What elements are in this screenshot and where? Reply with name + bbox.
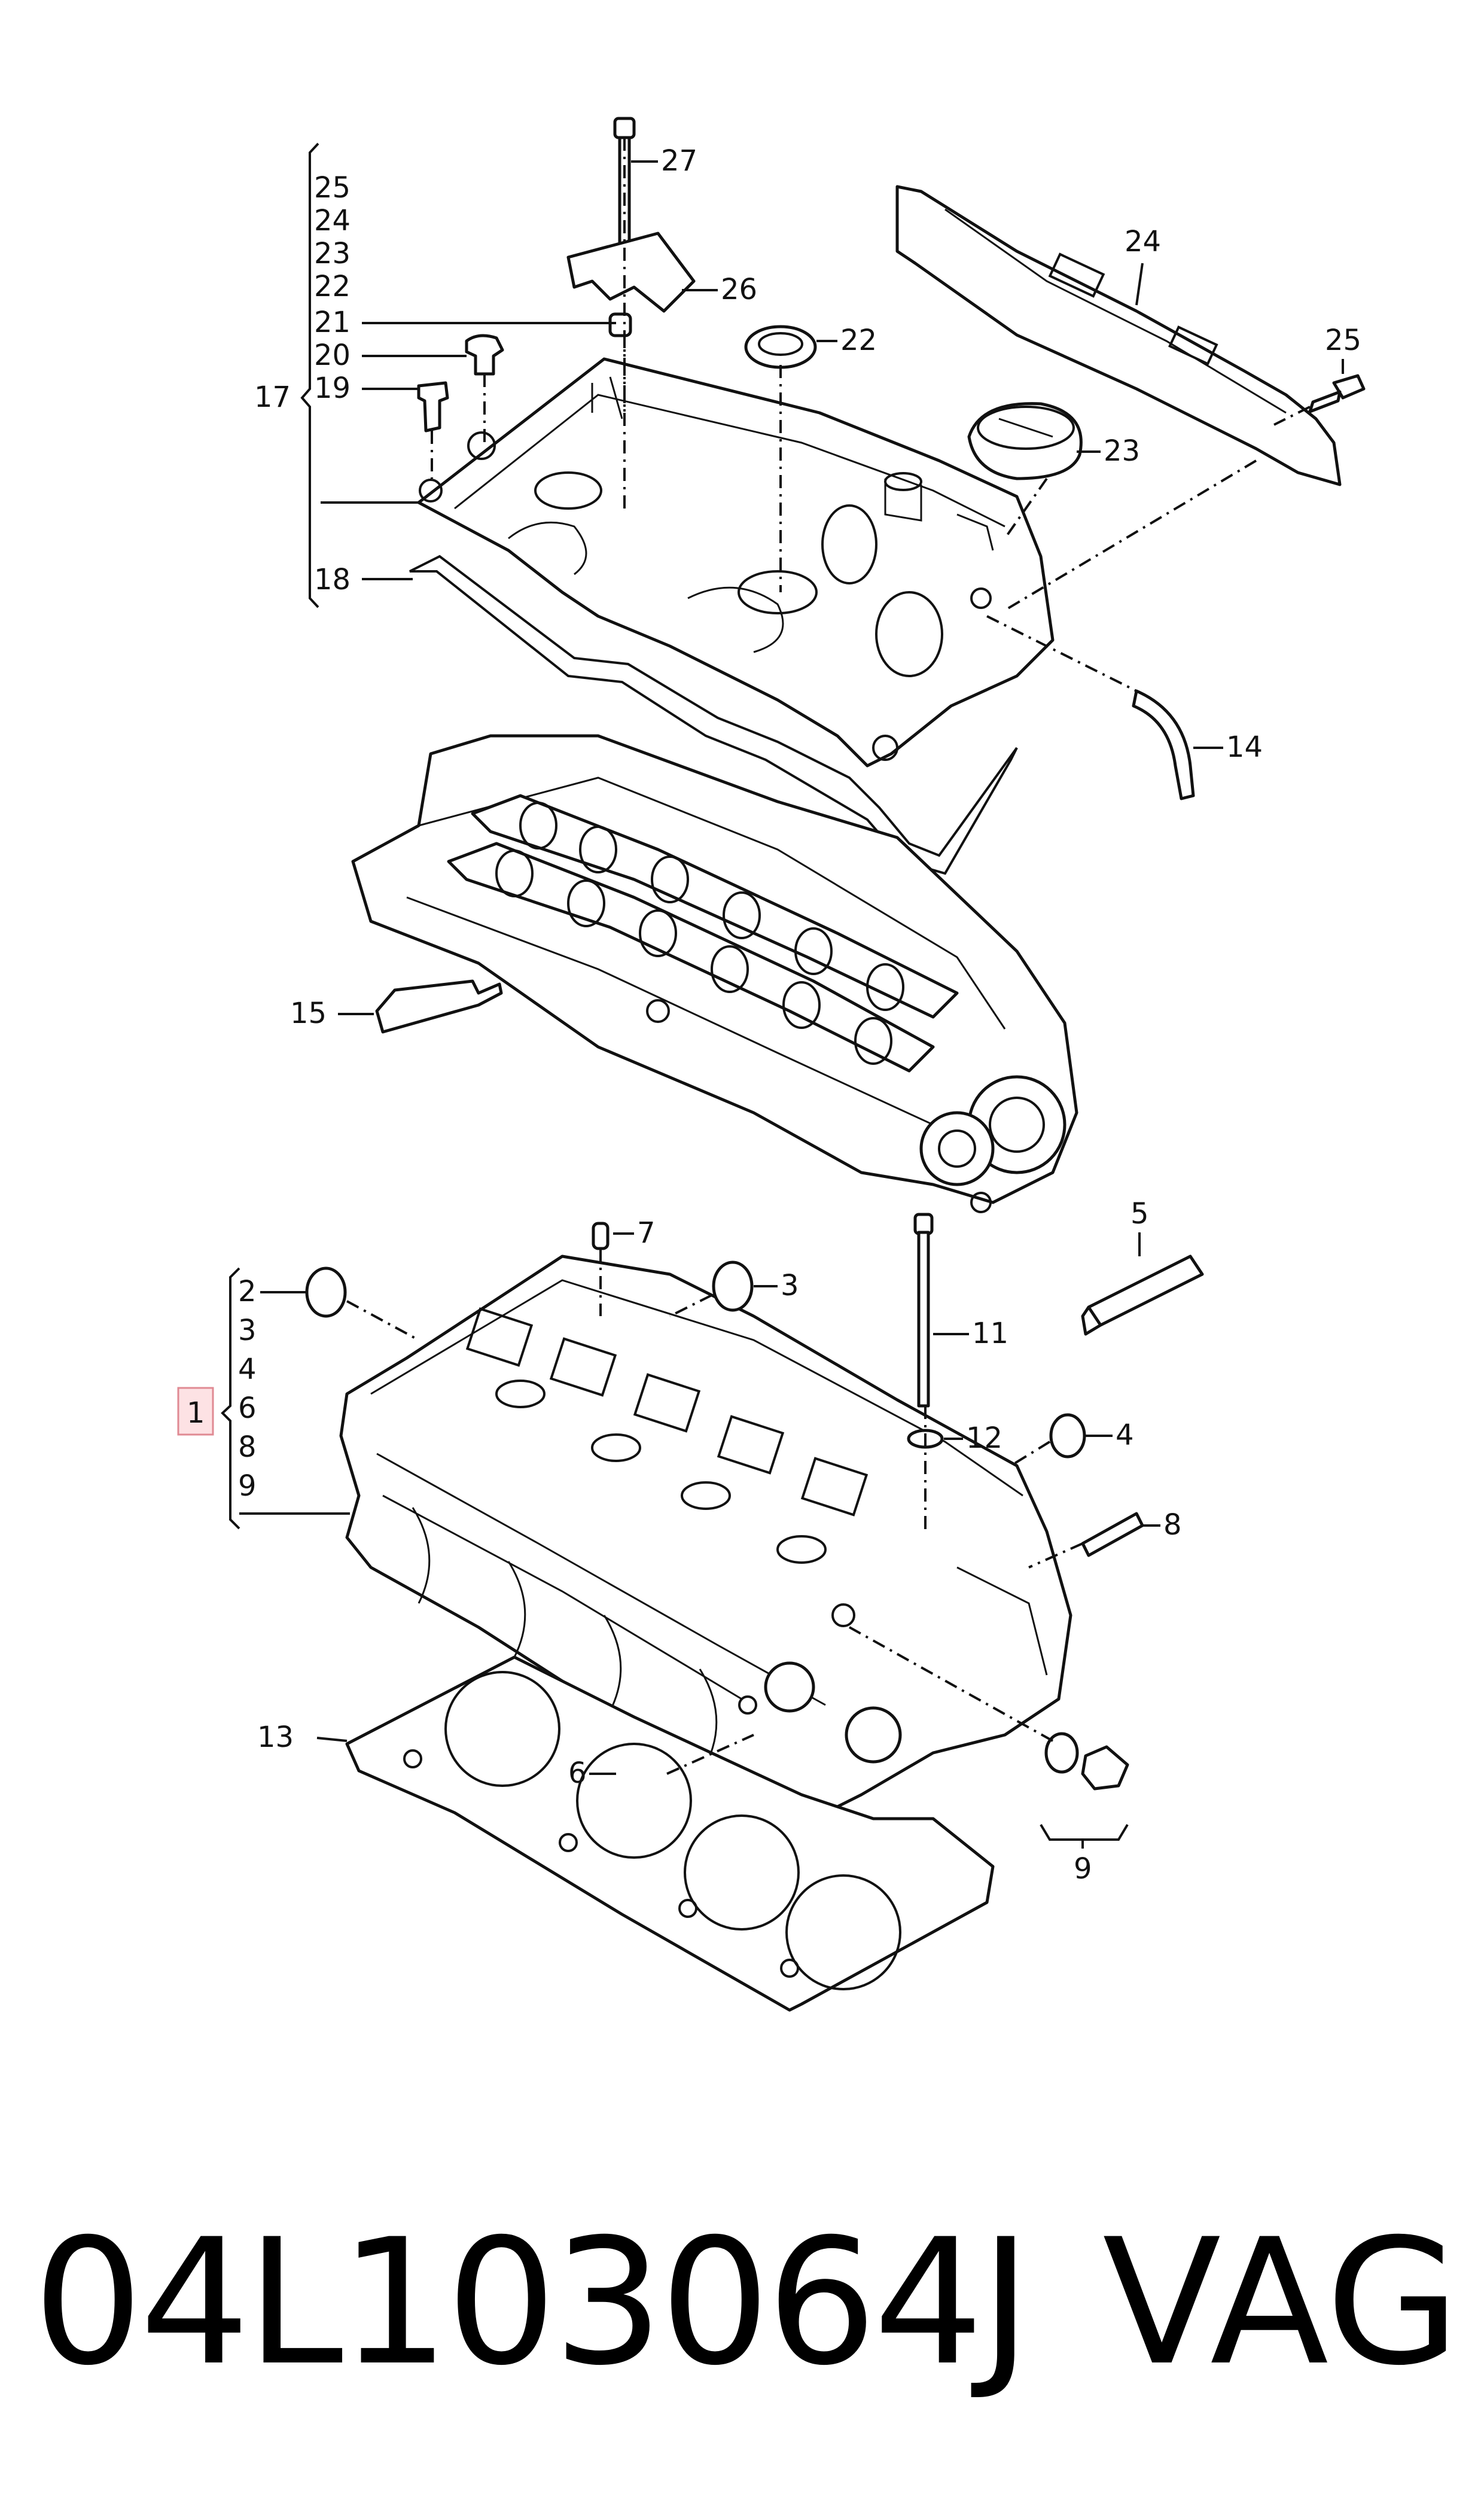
- callout-12: 12: [966, 1421, 1002, 1455]
- callout-25-list: 25: [314, 171, 351, 205]
- callout-1: 1: [187, 1396, 205, 1430]
- callout-1-highlight: [177, 1387, 214, 1436]
- callout-25: 25: [1325, 324, 1361, 357]
- callout-9: 9: [1074, 1852, 1092, 1886]
- callout-9-list: 9: [238, 1469, 257, 1503]
- callout-2: 2: [238, 1275, 257, 1308]
- cap-2: [305, 1266, 347, 1318]
- callout-11: 11: [972, 1317, 1008, 1350]
- callout-4: 4: [1116, 1418, 1134, 1452]
- callout-6: 6: [568, 1756, 587, 1790]
- callout-4-list: 4: [238, 1353, 257, 1386]
- callout-6-list: 6: [238, 1392, 257, 1425]
- oil-cap-23: [967, 402, 1083, 480]
- callout-labels: 25 24 23 22 21 20 19 17 18 27 26 22 23 2…: [177, 144, 1361, 1886]
- callout-17: 17: [254, 380, 291, 414]
- cap-4: [1049, 1413, 1086, 1459]
- callout-22: 22: [840, 324, 877, 357]
- pin-7: [592, 1222, 610, 1250]
- screw-25: [1308, 374, 1366, 413]
- hose-14: [1132, 689, 1195, 800]
- bracket-26: [566, 232, 696, 313]
- callout-7: 7: [637, 1216, 656, 1250]
- callout-23: 23: [1104, 434, 1140, 468]
- sealant-tube-5: [1081, 1255, 1204, 1336]
- screw-19: [417, 381, 449, 433]
- camshaft-housing: [351, 734, 1078, 1213]
- callout-26: 26: [721, 273, 757, 306]
- callout-18: 18: [314, 563, 351, 596]
- callout-8: 8: [1163, 1508, 1182, 1542]
- callout-5: 5: [1130, 1197, 1149, 1231]
- callout-19: 19: [314, 372, 351, 405]
- callout-3: 3: [781, 1269, 799, 1302]
- callout-27: 27: [661, 144, 697, 178]
- callout-13: 13: [257, 1721, 294, 1754]
- callout-15: 15: [290, 997, 327, 1030]
- callout-24-list: 24: [314, 204, 351, 238]
- callout-23-list: 23: [314, 237, 351, 270]
- stud-8: [1081, 1512, 1144, 1557]
- callout-21: 21: [314, 306, 351, 339]
- heat-shield-24: [895, 185, 1342, 486]
- callout-22-list: 22: [314, 270, 351, 303]
- callout-20: 20: [314, 339, 351, 372]
- seal-22: [744, 325, 817, 369]
- callout-14: 14: [1226, 730, 1263, 764]
- leader-lines: [221, 142, 1344, 1849]
- footer: 04L103064J VAG: [0, 2178, 1484, 2429]
- valve-cover: [417, 357, 1055, 768]
- brand-name: VAG: [1102, 2202, 1460, 2404]
- head-gasket-13: [345, 1655, 995, 2012]
- valve-cover-gasket: [409, 555, 1018, 875]
- callout-3-list: 3: [238, 1314, 257, 1347]
- cap-3: [712, 1260, 754, 1312]
- callout-24: 24: [1125, 225, 1161, 258]
- plug-20: [465, 334, 504, 376]
- bolt-11: [913, 1213, 934, 1408]
- sealant-tube-15: [375, 979, 503, 1034]
- cap-21: [608, 312, 632, 337]
- part-number: 04L103064J: [33, 2202, 1031, 2404]
- assembly-lines: [346, 138, 1311, 1775]
- washer-plug-9: [1044, 1732, 1129, 1791]
- callout-8-list: 8: [238, 1430, 257, 1464]
